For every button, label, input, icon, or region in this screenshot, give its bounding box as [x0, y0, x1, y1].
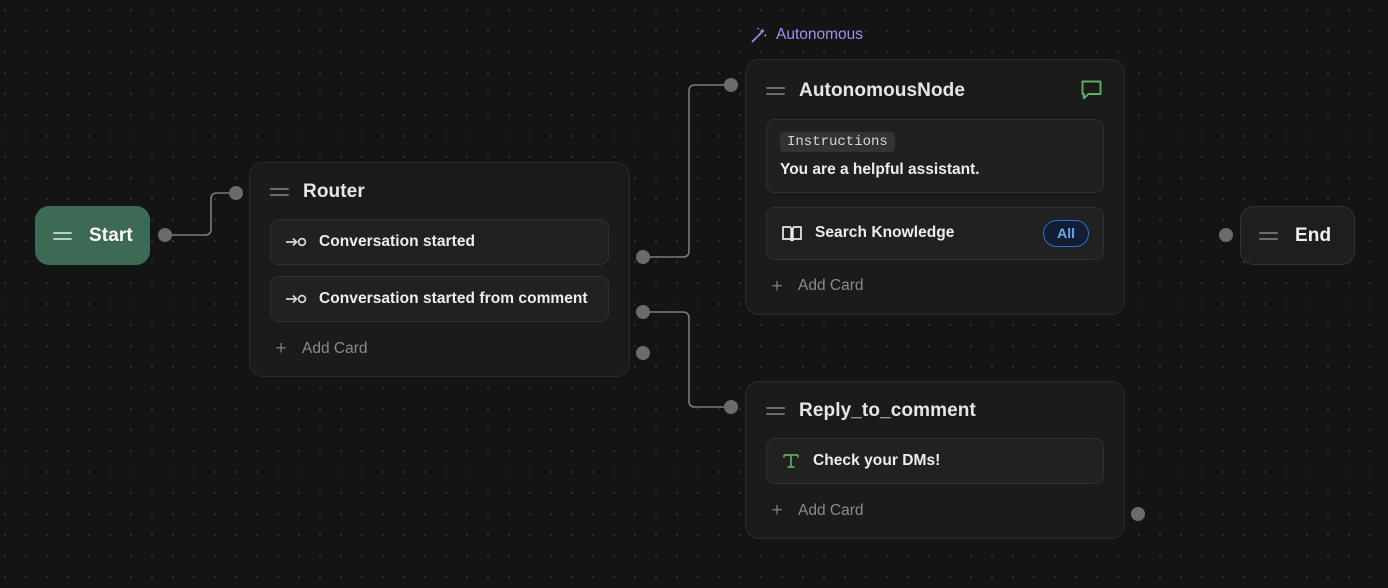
autonomous-group-label: Autonomous — [750, 26, 863, 44]
card-search-knowledge-label: Search Knowledge — [815, 224, 955, 242]
node-reply-body: Check your DMs! + Add Card — [746, 432, 1124, 538]
port-router-output-3[interactable] — [636, 346, 650, 360]
chat-bubble-icon[interactable] — [1079, 78, 1104, 103]
node-reply-to-comment[interactable]: Reply_to_comment Check your DMs! + Add — [745, 381, 1125, 539]
port-router-output-1[interactable] — [636, 250, 650, 264]
node-router-header[interactable]: Router — [250, 163, 629, 213]
drag-handle-icon[interactable] — [53, 231, 72, 240]
open-book-icon — [781, 224, 803, 243]
node-autonomous-body: Instructions You are a helpful assistant… — [746, 113, 1124, 314]
edge-router-output-1-to-autonomous — [643, 84, 731, 258]
node-autonomous-header[interactable]: AutonomousNode — [746, 60, 1124, 113]
search-knowledge-scope-badge[interactable]: All — [1043, 220, 1089, 247]
node-start[interactable]: Start — [35, 206, 150, 265]
port-start-output[interactable] — [158, 228, 172, 242]
instructions-chip: Instructions — [780, 132, 895, 152]
arrow-to-port-icon — [285, 292, 307, 306]
port-reply-output[interactable] — [1131, 507, 1145, 521]
router-card-label: Conversation started — [319, 233, 476, 250]
reply-add-card-button[interactable]: + Add Card — [766, 495, 1104, 522]
node-autonomous[interactable]: AutonomousNode Instructions You are a he… — [745, 59, 1125, 315]
text-t-icon — [781, 451, 801, 471]
drag-handle-icon[interactable] — [766, 86, 785, 95]
node-router[interactable]: Router Conversation started — [249, 162, 630, 377]
node-reply-header[interactable]: Reply_to_comment — [746, 382, 1124, 432]
port-router-input[interactable] — [229, 186, 243, 200]
card-check-your-dms[interactable]: Check your DMs! — [766, 438, 1104, 484]
node-autonomous-title: AutonomousNode — [799, 79, 966, 101]
edge-router-output-2-to-reply — [643, 311, 731, 408]
node-start-title: Start — [89, 224, 133, 246]
edge-start-to-router — [165, 192, 236, 236]
card-search-knowledge[interactable]: Search Knowledge All — [766, 207, 1104, 260]
router-add-card-button[interactable]: + Add Card — [270, 333, 609, 360]
autonomous-add-card-button[interactable]: + Add Card — [766, 271, 1104, 298]
node-router-body: Conversation started Conversation starte… — [250, 213, 629, 376]
node-end[interactable]: End — [1240, 206, 1355, 265]
port-router-output-2[interactable] — [636, 305, 650, 319]
drag-handle-icon[interactable] — [1259, 231, 1278, 240]
plus-icon: + — [771, 500, 783, 521]
plus-icon: + — [275, 338, 287, 359]
autonomous-group-label-text: Autonomous — [776, 26, 864, 43]
node-end-title: End — [1295, 224, 1332, 246]
port-autonomous-input[interactable] — [724, 78, 738, 92]
router-card-label: Conversation started from comment — [319, 290, 588, 307]
port-end-input[interactable] — [1219, 228, 1233, 242]
node-reply-title: Reply_to_comment — [799, 400, 976, 421]
drag-handle-icon[interactable] — [270, 188, 289, 196]
router-card-conversation-started-from-comment[interactable]: Conversation started from comment — [270, 276, 609, 322]
router-add-card-label: Add Card — [302, 339, 368, 357]
reply-add-card-label: Add Card — [798, 501, 864, 519]
card-check-your-dms-label: Check your DMs! — [813, 452, 941, 469]
instructions-card[interactable]: Instructions You are a helpful assistant… — [766, 119, 1104, 193]
instructions-text: You are a helpful assistant. — [780, 161, 980, 178]
plus-icon: + — [771, 275, 783, 297]
arrow-to-port-icon — [285, 235, 307, 249]
port-reply-input[interactable] — [724, 400, 738, 414]
router-card-conversation-started[interactable]: Conversation started — [270, 219, 609, 265]
node-router-title: Router — [303, 181, 365, 202]
magic-wand-sparkle-icon — [750, 27, 767, 44]
autonomous-add-card-label: Add Card — [798, 277, 864, 295]
drag-handle-icon[interactable] — [766, 407, 785, 415]
